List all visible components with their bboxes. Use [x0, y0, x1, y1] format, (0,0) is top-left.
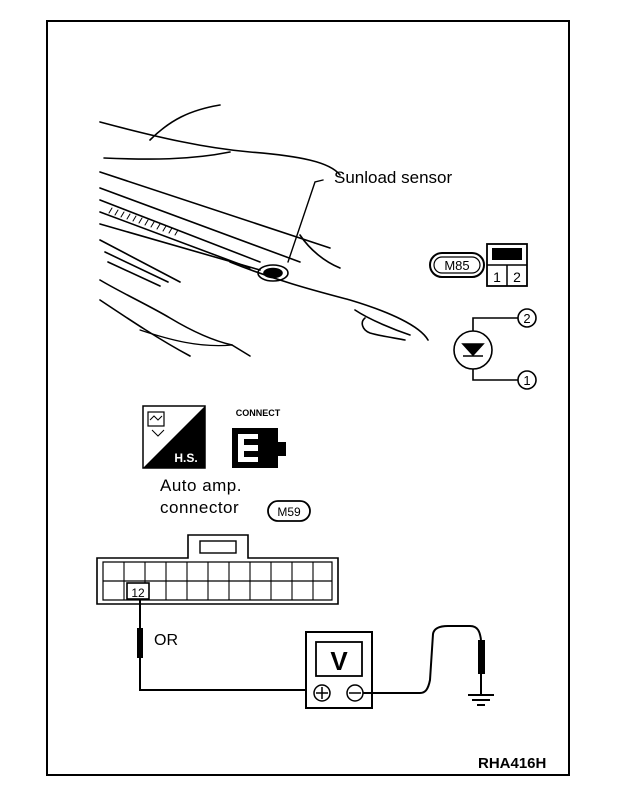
auto-amp-caption-line1: Auto amp.: [160, 476, 242, 495]
figure-frame: [46, 20, 570, 776]
sensor-dome: [257, 264, 289, 282]
svg-text:M85: M85: [444, 258, 469, 273]
auto-amp-connector-face: [96, 534, 339, 605]
auto-amp-caption-line2: connector: [160, 498, 240, 517]
photodiode-icon: [453, 308, 537, 390]
connector-pin-1: 1: [493, 269, 501, 285]
dashboard-illustration: [99, 104, 429, 357]
voltmeter-symbol: V: [330, 646, 348, 676]
figure-code: RHA416H: [478, 755, 547, 772]
sunload-sensor-label: Sunload sensor: [334, 168, 453, 187]
ground-icon: [468, 694, 494, 706]
connector-pin-2: 2: [513, 269, 521, 285]
harness-hs-icon: H.S.: [142, 405, 206, 469]
ground-lead: [363, 625, 485, 695]
wire-color-label: OR: [154, 632, 178, 649]
terminal-1-label: 1: [523, 373, 530, 388]
probe-lead: [137, 600, 308, 691]
connector-connect-icon: CONNECT: [232, 408, 286, 468]
probe-terminal-label: 12: [131, 586, 145, 600]
sensor-connector-code: M85: [429, 252, 485, 278]
plus-terminal-icon: [313, 684, 331, 702]
svg-text:CONNECT: CONNECT: [236, 408, 281, 418]
terminal-2-label: 2: [523, 311, 530, 326]
sensor-leader-line: [287, 179, 324, 263]
sensor-connector-face: 1 2: [486, 243, 528, 287]
svg-text:M59: M59: [277, 505, 301, 519]
voltmeter: V: [305, 631, 373, 709]
auto-amp-connector-code: M59: [267, 500, 311, 522]
svg-text:H.S.: H.S.: [174, 451, 197, 465]
